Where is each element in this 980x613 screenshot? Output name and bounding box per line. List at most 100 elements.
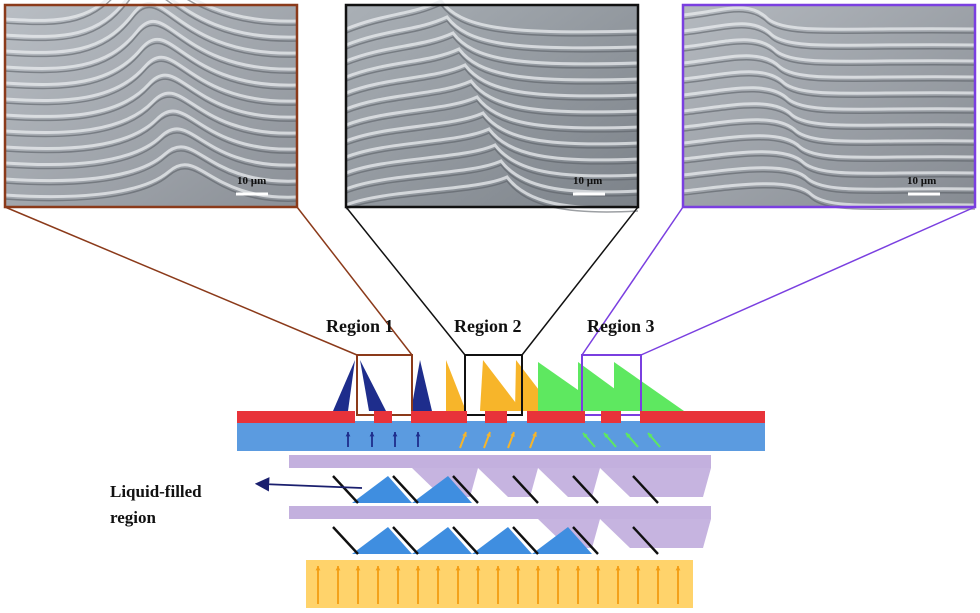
sem-ridge-shadow [682, 107, 976, 131]
sem-ridge-shadow [345, 132, 639, 165]
scale-bar-3: 10 µm [907, 175, 940, 196]
sem-ridge-shadow [345, 180, 639, 213]
sem-ridge-shadow [682, 139, 976, 163]
sem-ridge [345, 95, 639, 130]
liquid-prism [352, 476, 412, 503]
sem-ridge-shadow [4, 132, 298, 170]
tilted-arrow-icon-head [583, 433, 588, 438]
sem-ridge-shadow [4, 78, 298, 122]
red-mask-layer [237, 411, 765, 423]
sem-ridge-shadow [4, 6, 298, 58]
blue-substrate-layer [237, 421, 765, 451]
liquid-prism [532, 527, 592, 554]
sem-ridge-shadow [682, 75, 976, 99]
tilted-arrow-icon-head [604, 433, 609, 438]
mirror-line [392, 526, 419, 555]
tilted-arrow-icon [459, 431, 467, 449]
up-arrow-icon-head [595, 566, 601, 571]
sem-ridge-shadow [345, 36, 639, 69]
sem-ridge-shadow [345, 52, 639, 85]
up-arrow-icon [415, 566, 421, 604]
liquid-prism [412, 476, 472, 503]
up-arrow-icon-head [555, 566, 561, 571]
up-arrow-icon [375, 566, 381, 604]
sem-ridge-shadow [4, 0, 298, 26]
scale-bar-label-3: 10 µm [907, 175, 936, 187]
sem-ridge [4, 145, 298, 183]
red-mask-segment [374, 411, 392, 423]
sem-ridge [682, 70, 976, 95]
sem-ridge [682, 6, 976, 31]
sem-ridge [682, 54, 976, 79]
tilted-arrow-icon-head [532, 432, 537, 437]
sem-ridge-shadow [682, 171, 976, 195]
sem-ridge [682, 166, 976, 191]
sem-image-region-3 [682, 5, 976, 211]
sem-frame-3 [681, 3, 977, 209]
sem-ridge-shadow [682, 59, 976, 83]
lavender-wedge [600, 468, 711, 497]
up-arrow-icon [655, 566, 661, 604]
up-arrow-icon-head [345, 432, 351, 437]
sem-ridge [4, 0, 298, 39]
up-arrow-icon [575, 566, 581, 604]
tilted-arrow-icon [483, 431, 491, 449]
sem-ridge-shadow [345, 100, 639, 133]
sem-ridge [682, 22, 976, 47]
sem-ridge-shadow [4, 114, 298, 154]
sem-ridge [345, 79, 639, 114]
up-arrow-icon-head [395, 566, 401, 571]
exposure-arrows [345, 431, 661, 449]
sem-ridge-shadow [345, 116, 639, 149]
sem-ridge [4, 37, 298, 87]
tilted-arrow-icon [603, 432, 617, 448]
green-spike [614, 362, 684, 411]
lavender-wedge [600, 519, 711, 548]
tilted-arrow-icon-head [510, 432, 515, 437]
up-arrow-icon-head [675, 566, 681, 571]
sem-ridge-shadow [682, 155, 976, 179]
up-arrow-icon-head [495, 566, 501, 571]
up-arrow-icon-head [515, 566, 521, 571]
sem-ridge-shadow [4, 42, 298, 90]
sem-ridge [682, 134, 976, 159]
prism-row-1 [332, 468, 711, 504]
region-3-label: Region 3 [587, 316, 655, 336]
up-arrow-icon-head [535, 566, 541, 571]
liquid-prism [472, 527, 532, 554]
liquid-prism [412, 527, 472, 554]
red-mask-segment [640, 411, 765, 423]
up-arrow-icon-head [355, 566, 361, 571]
sem-ridge-shadow [345, 20, 639, 53]
sem-ridge [345, 159, 639, 194]
up-arrow-icon [355, 566, 361, 604]
sem-ridge [4, 19, 298, 71]
sem-ridge-shadow [345, 148, 639, 181]
up-arrow-icon [395, 566, 401, 604]
sem-ridge-shadow [682, 27, 976, 51]
sem-ridge [682, 38, 976, 63]
sem-ridge-shadow [345, 4, 639, 37]
up-arrow-icon [495, 566, 501, 604]
up-arrow-icon-head [392, 432, 398, 437]
mirror-line [632, 475, 659, 504]
sem-ridge [682, 118, 976, 143]
tilted-arrow-icon-head [648, 433, 653, 438]
sem-ridge [4, 127, 298, 167]
tilted-arrow-icon [647, 432, 661, 448]
sem-ridge [4, 55, 298, 103]
up-arrow-icon-head [375, 566, 381, 571]
lavender-wedge [478, 468, 538, 497]
up-arrow-icon [435, 566, 441, 604]
prism-row-2 [332, 519, 711, 555]
liquid-prism [352, 527, 412, 554]
tilted-arrow-icon [507, 431, 515, 449]
up-arrow-icon [595, 566, 601, 604]
sem-ridge-shadow [345, 68, 639, 101]
sem-ridge [345, 47, 639, 82]
mirror-line [332, 526, 359, 555]
sem-ridge [682, 182, 976, 207]
up-arrow-icon [392, 432, 398, 447]
sem-ridge-shadow [682, 91, 976, 115]
up-arrow-icon-head [415, 432, 421, 437]
